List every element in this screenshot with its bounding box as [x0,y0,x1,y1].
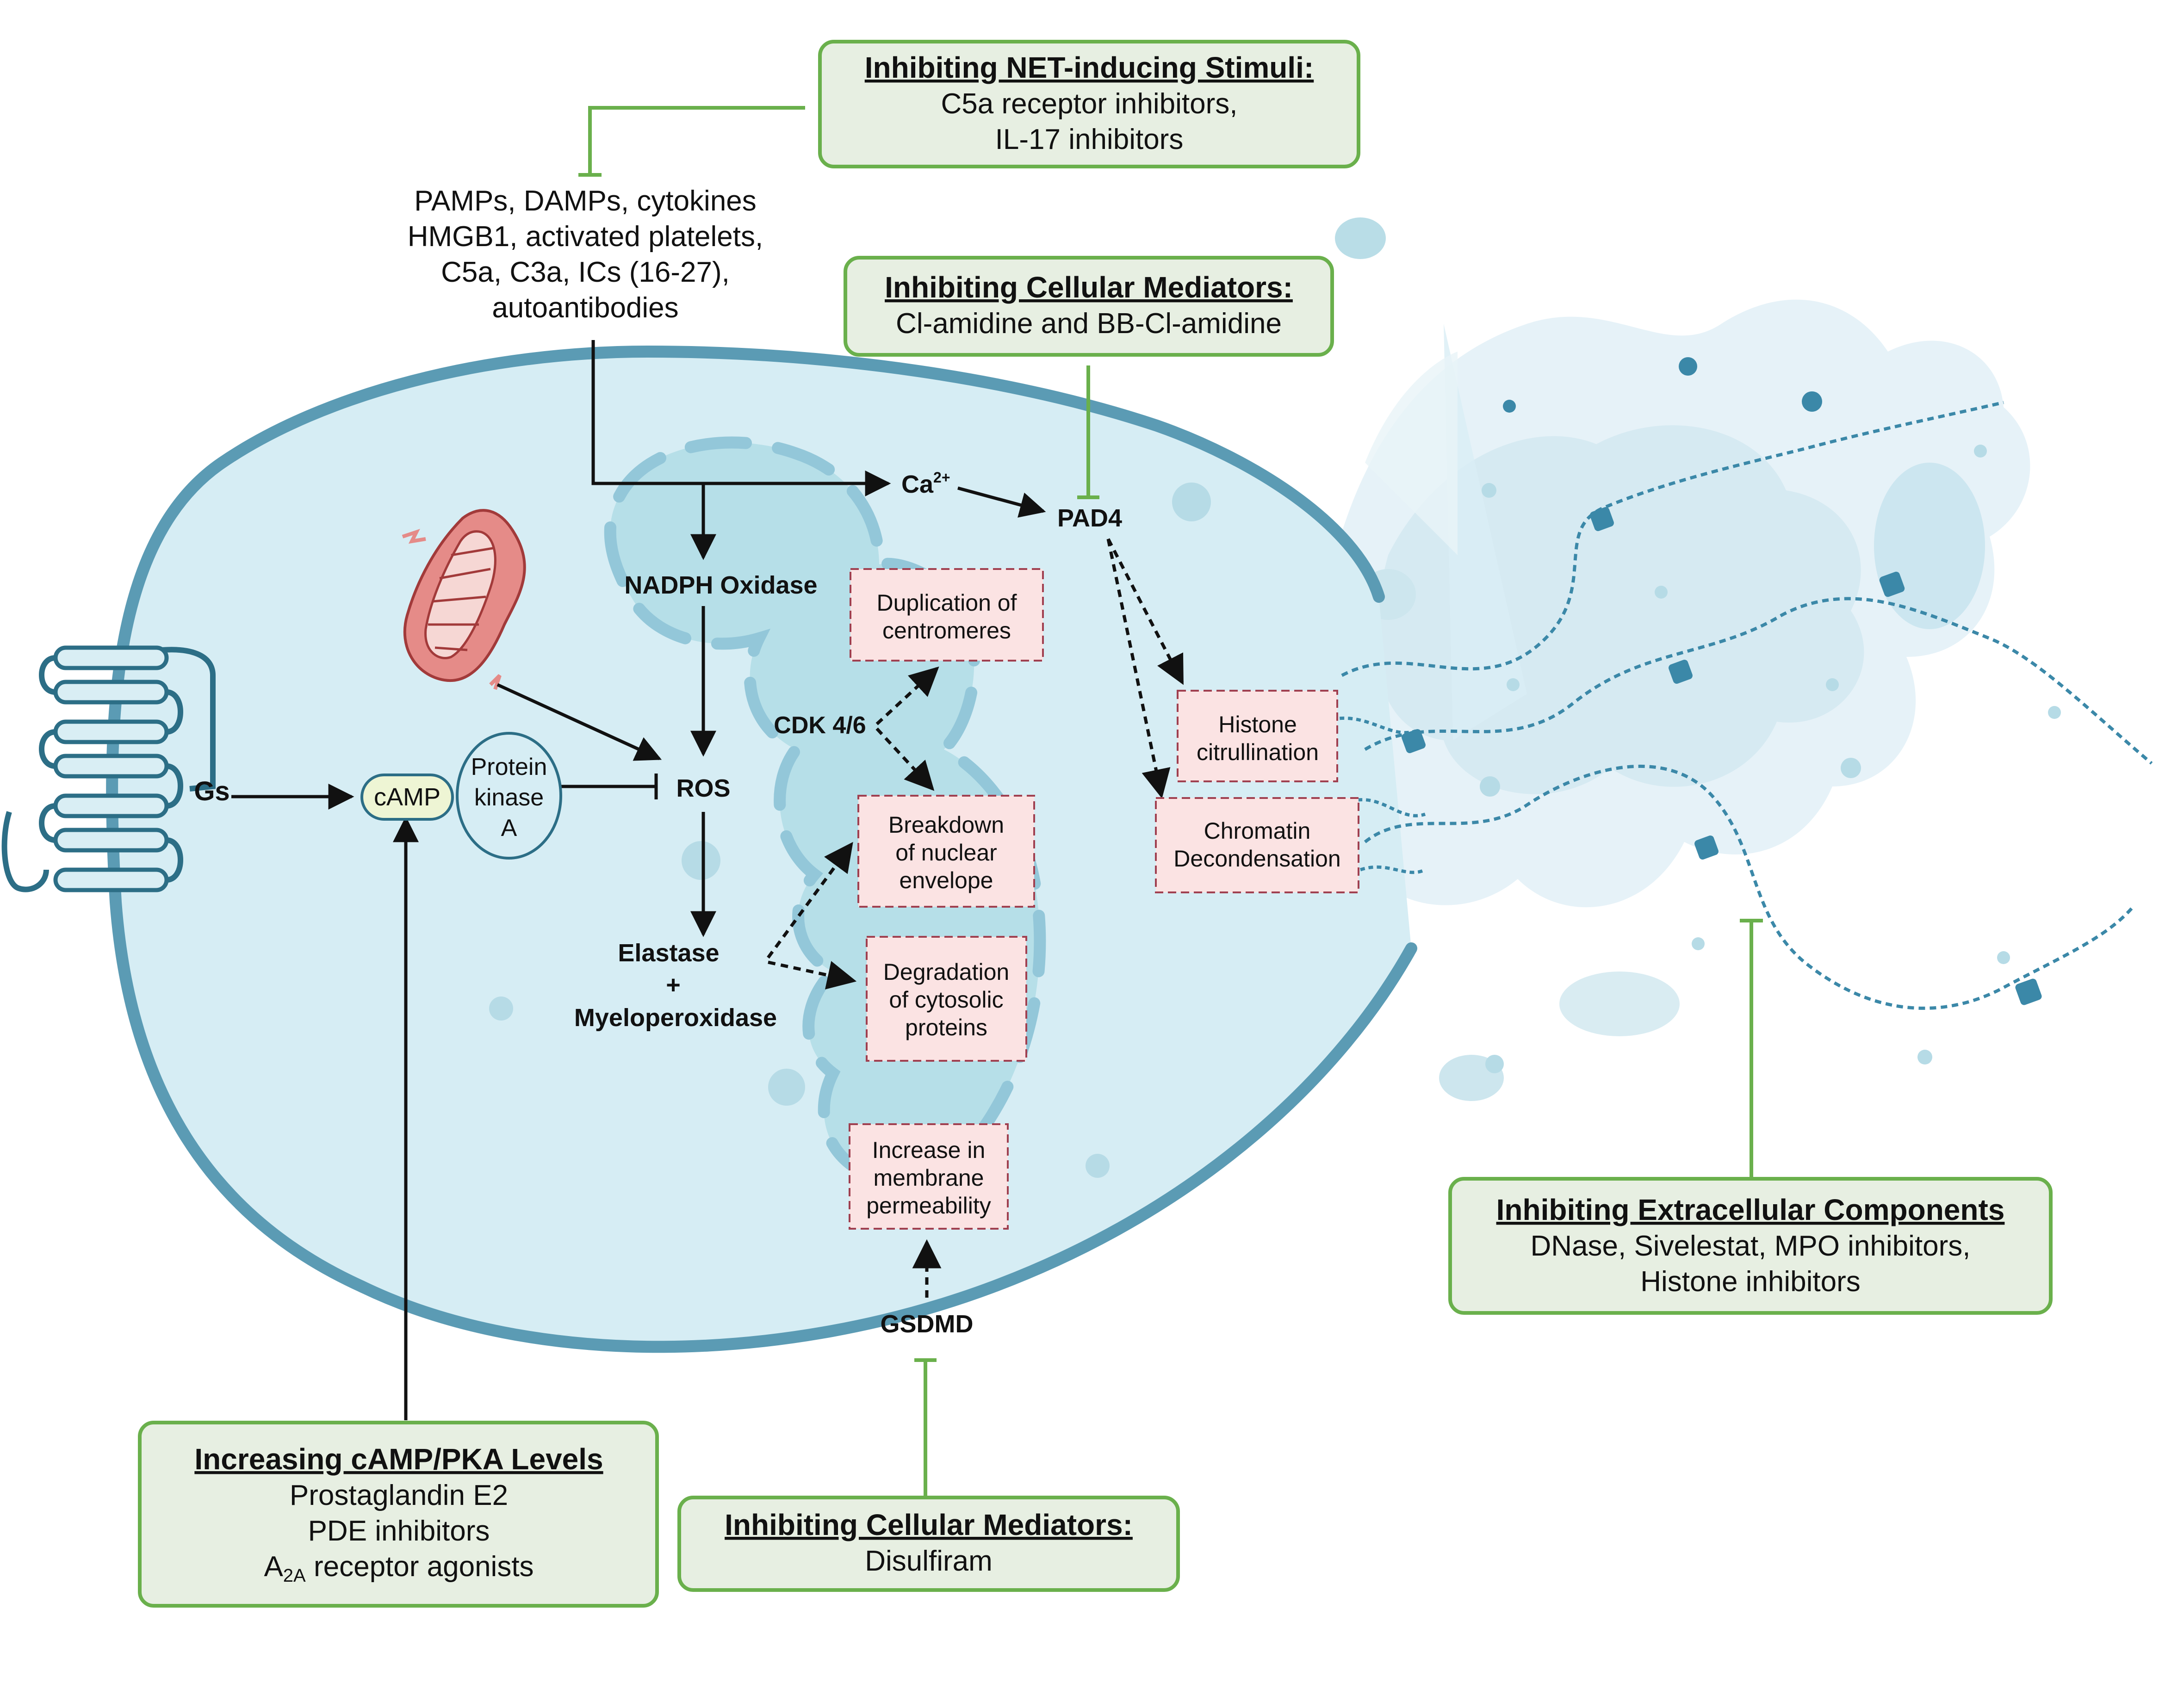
stimuli-to-ca-arrow [591,340,891,496]
cell-vesicles [489,483,1222,1178]
effect-increase-in-membrane-permeability: Increase in membrane permeability [849,1123,1009,1230]
gsdmd-label: GSDMD [881,1310,974,1338]
protein-kinase-a-node: Protein kinase A [456,732,562,860]
svg-text:membrane: membrane [874,1165,984,1191]
box-title: Inhibiting NET-inducing Stimuli: [865,51,1314,84]
svg-text:C5a receptor inhibitors,: C5a receptor inhibitors, [941,88,1238,120]
box-inhibiting-cellular-mediators-bottom: Inhibiting Cellular Mediators: Disulfira… [677,1496,1180,1592]
box-inhibiting-extracellular-components: Inhibiting Extracellular Components DNas… [1448,1177,2053,1315]
ca-label: Ca2+ [901,469,950,498]
box-inhibiting-cellular-mediators-top: Inhibiting Cellular Mediators: Cl-amidin… [844,256,1334,357]
effect-histone-citrullination: Histone citrullination [1177,690,1338,782]
svg-text:proteins: proteins [905,1015,987,1040]
inhibitor-connectors [578,106,1763,1499]
a2a-agonists-line: A2A receptor agonists [264,1551,534,1586]
svg-text:Decondensation: Decondensation [1173,846,1340,872]
stimuli-line-1: PAMPs, DAMPs, cytokines [414,185,757,217]
svg-text:envelope: envelope [900,867,993,893]
effect-breakdown-of-nuclear-envelope: Breakdown of nuclear envelope [857,795,1035,908]
gpcr-receptor [1,645,216,892]
box-title: Increasing cAMP/PKA Levels [194,1442,603,1476]
svg-text:of cytosolic: of cytosolic [889,987,1003,1013]
svg-text:Histone inhibitors: Histone inhibitors [1640,1266,1861,1298]
box-inhibiting-net-inducing-stimuli: Inhibiting NET-inducing Stimuli: C5a rec… [818,40,1360,168]
svg-text:Chromatin: Chromatin [1204,818,1311,844]
svg-text:permeability: permeability [866,1193,991,1219]
ros-label: ROS [676,774,730,802]
stimuli-list: PAMPs, DAMPs, cytokines HMGB1, activated… [408,185,763,324]
svg-text:centromeres: centromeres [882,618,1011,644]
svg-text:of nuclear: of nuclear [895,840,997,866]
effect-chromatin-decondensation: Chromatin Decondensation [1155,797,1359,893]
elastase-label: Elastase [618,939,719,967]
svg-text:Degradation: Degradation [883,959,1009,985]
pathway-arrows [231,340,1046,1420]
svg-text:Breakdown: Breakdown [888,812,1004,838]
pka-line-2: kinase [474,784,544,811]
box-title: Inhibiting Cellular Mediators: [885,271,1293,304]
camp-node: cAMP [360,774,454,821]
dashed-arrows [767,538,1184,1298]
svg-text:DNase, Sivelestat, MPO inhibit: DNase, Sivelestat, MPO inhibitors, [1530,1230,1970,1262]
plus-label: + [666,971,681,999]
mitochondrion-icon [402,509,526,690]
svg-text:Increase in: Increase in [872,1137,986,1163]
svg-text:Prostaglandin E2: Prostaglandin E2 [290,1479,508,1511]
effect-degradation-of-cytosolic-proteins: Degradation of cytosolic proteins [866,936,1027,1062]
svg-text:Cl-amidine and BB-Cl-amidine: Cl-amidine and BB-Cl-amidine [896,308,1282,340]
svg-text:Histone: Histone [1218,712,1297,737]
node-labels: Ca2+ PAD4 NADPH Oxidase ROS Gs CDK 4/6 E… [194,469,1122,1338]
gs-label: Gs [194,776,230,806]
cdk-label: CDK 4/6 [774,712,866,739]
stimuli-line-2: HMGB1, activated platelets, [408,221,763,253]
svg-text:IL-17 inhibitors: IL-17 inhibitors [995,124,1184,155]
camp-label: cAMP [374,783,441,811]
pka-line-1: Protein [471,754,547,780]
stimuli-line-4: autoantibodies [492,292,678,324]
effect-boxes: Duplication of centromeres Breakdown of … [849,568,1359,1230]
box-title: Inhibiting Cellular Mediators: [725,1508,1133,1541]
box-title: Inhibiting Extracellular Components [1496,1193,2005,1226]
mito-to-ros-arrow [496,683,662,761]
stimuli-line-3: C5a, C3a, ICs (16-27), [441,256,730,288]
svg-text:PDE inhibitors: PDE inhibitors [308,1515,490,1547]
svg-text:citrullination: citrullination [1197,739,1319,765]
svg-text:Duplication of: Duplication of [877,590,1017,616]
ca-to-pad4-arrow [957,486,1046,518]
net-cloud [1309,217,2061,1101]
pad4-label: PAD4 [1057,504,1122,532]
effect-duplication-of-centromeres: Duplication of centromeres [850,568,1044,662]
nucleosomes [1402,507,2042,1005]
nadph-oxidase-label: NADPH Oxidase [624,571,817,599]
svg-text:Disulfiram: Disulfiram [865,1545,993,1577]
myeloperoxidase-label: Myeloperoxidase [574,1004,777,1032]
box-increasing-camp-pka-levels: Increasing cAMP/PKA Levels Prostaglandin… [138,1421,659,1608]
pka-line-3: A [501,815,517,842]
